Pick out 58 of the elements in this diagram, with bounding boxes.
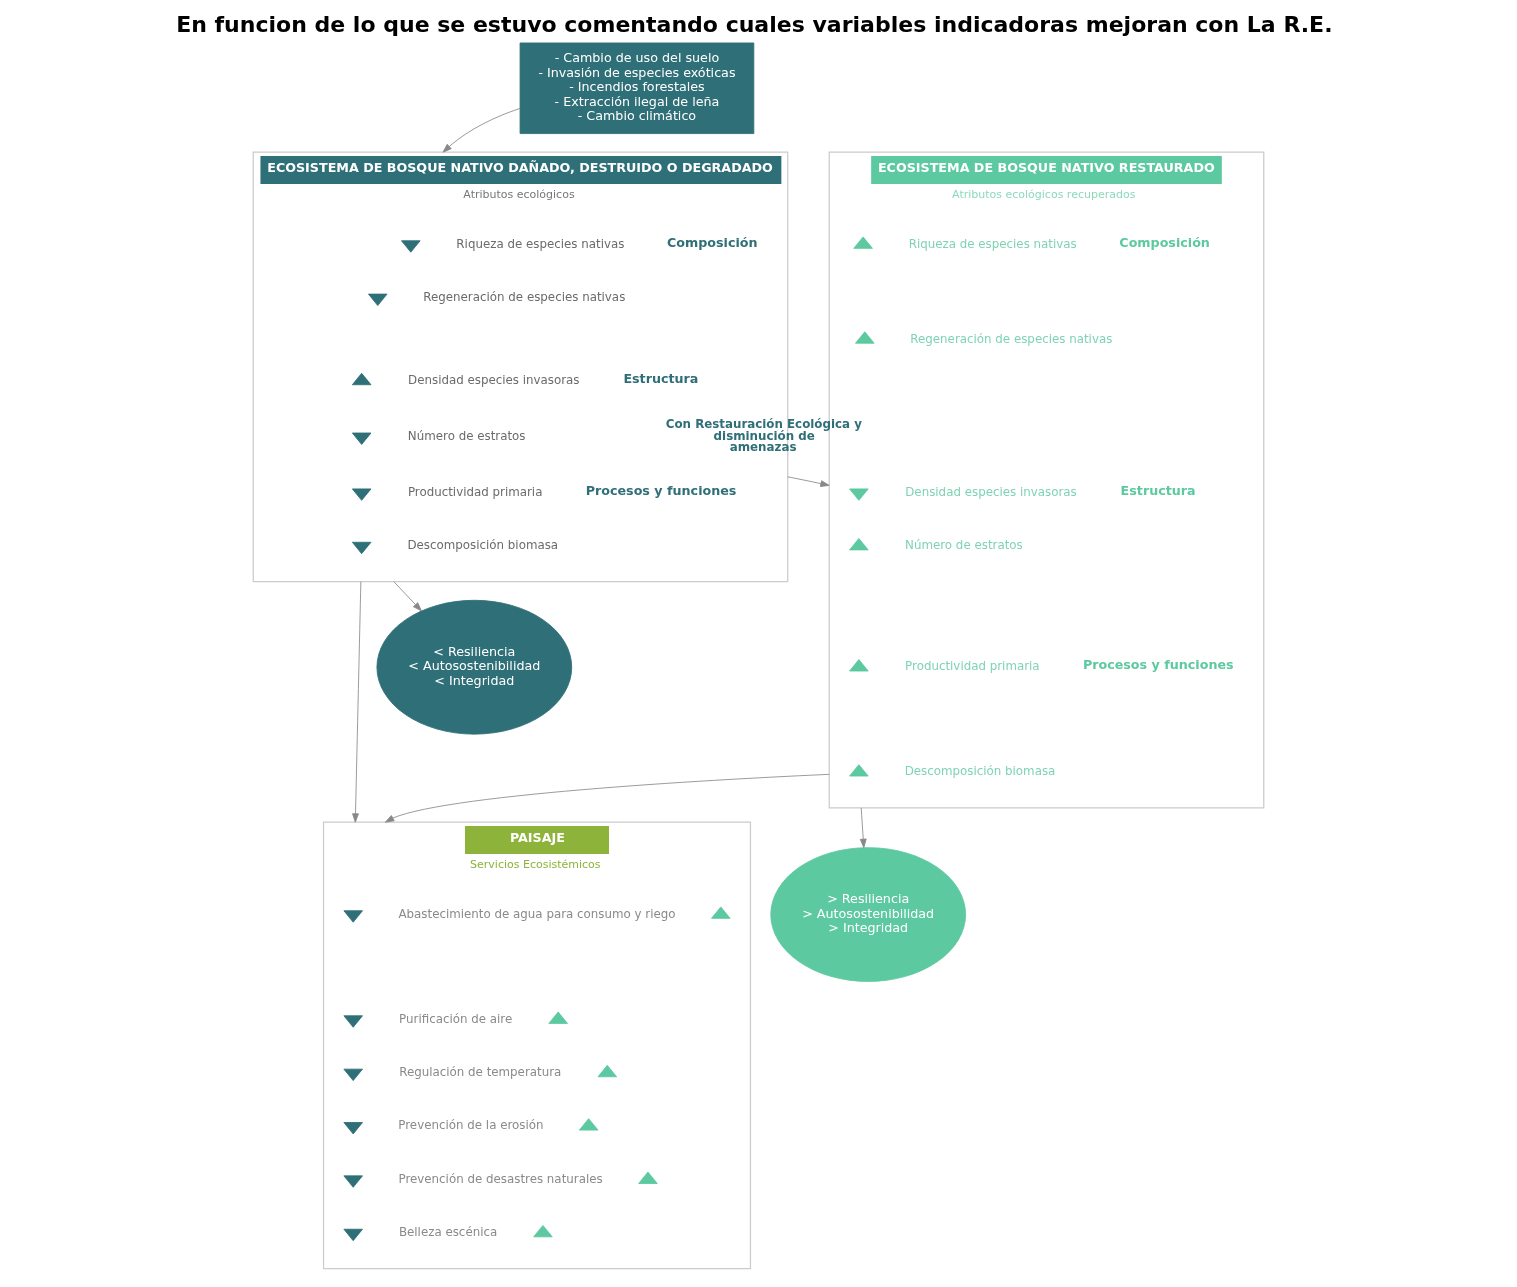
node-invtriangle bbox=[343, 1175, 363, 1188]
node-text: Número de estratos bbox=[905, 538, 1023, 553]
node-invtriangle bbox=[343, 1015, 363, 1028]
node-text: Estructura bbox=[1120, 482, 1196, 498]
node-triangle bbox=[855, 331, 875, 344]
node-text: Prevención de la erosión bbox=[398, 1118, 544, 1133]
node-text: Regeneración de especies nativas bbox=[910, 331, 1113, 346]
diagram-title: En funcion de lo que se estuvo comentando cuales variables indicadoras mejoran con La R.E. bbox=[176, 11, 1333, 37]
node-triangle bbox=[849, 659, 869, 672]
node-text: Productividad primaria bbox=[407, 484, 543, 499]
node-triangle bbox=[597, 1064, 618, 1078]
node-invtriangle bbox=[343, 910, 363, 923]
node-invtriangle bbox=[351, 541, 372, 555]
node-text: Productividad primaria bbox=[905, 659, 1040, 674]
node-text: Composición bbox=[1119, 234, 1210, 250]
node-ellipse: > Resiliencia > Autosostenibilidad > Integridad bbox=[770, 847, 967, 982]
node-text: Procesos y funciones bbox=[585, 482, 737, 498]
node-text: Densidad especies invasoras bbox=[408, 373, 580, 388]
node-triangle bbox=[849, 764, 869, 777]
node-text: Descomposición biomasa bbox=[407, 538, 559, 553]
node-text: Abastecimiento de agua para consumo y riego bbox=[398, 906, 676, 921]
node-triangle bbox=[548, 1011, 568, 1024]
node-triangle bbox=[638, 1171, 658, 1184]
node-text: Procesos y funciones bbox=[1082, 657, 1234, 673]
arrow bbox=[393, 581, 422, 612]
node-invtriangle bbox=[351, 488, 372, 501]
arrow bbox=[859, 807, 867, 849]
node-invtriangle bbox=[343, 1068, 363, 1081]
node-text: Riqueza de especies nativas bbox=[456, 236, 625, 251]
node-triangle bbox=[853, 236, 873, 249]
arrow bbox=[442, 107, 521, 153]
node-triangle bbox=[849, 538, 869, 551]
node-text: Riqueza de especies nativas bbox=[908, 236, 1077, 251]
node-text: Belleza escénica bbox=[398, 1225, 498, 1240]
node-triangle bbox=[578, 1118, 599, 1131]
node-text: Regeneración de especies nativas bbox=[423, 290, 626, 305]
node-triangle bbox=[711, 906, 731, 919]
node-invtriangle bbox=[351, 432, 372, 445]
node-text: Purificación de aire bbox=[399, 1011, 513, 1026]
arrow bbox=[384, 773, 830, 823]
node-invtriangle bbox=[343, 1122, 363, 1135]
node-text: Descomposición biomasa bbox=[904, 764, 1056, 779]
node-invtriangle bbox=[401, 240, 421, 253]
arrow bbox=[352, 581, 362, 823]
node-text: Número de estratos bbox=[407, 428, 526, 443]
node-triangle bbox=[351, 372, 372, 386]
node-invtriangle bbox=[343, 1228, 363, 1242]
node-text: Densidad especies invasoras bbox=[905, 484, 1077, 499]
node-triangle bbox=[533, 1225, 553, 1238]
node-text: Estructura bbox=[623, 371, 699, 387]
node-invtriangle bbox=[849, 488, 869, 501]
node-invtriangle bbox=[368, 293, 388, 306]
edge-label: Con Restauración Ecológica y disminución de amenazas bbox=[665, 416, 862, 455]
node-box: - Cambio de uso del suelo - Invasión de especies exóticas - Incendios forestales - Extracción ilegal de leña - Cambio climático bbox=[519, 42, 755, 134]
node-text: Regulación de temperatura bbox=[399, 1065, 562, 1080]
node-text: Composición bbox=[667, 234, 758, 250]
arrow bbox=[787, 476, 830, 487]
node-text: Prevención de desastres naturales bbox=[398, 1171, 603, 1186]
